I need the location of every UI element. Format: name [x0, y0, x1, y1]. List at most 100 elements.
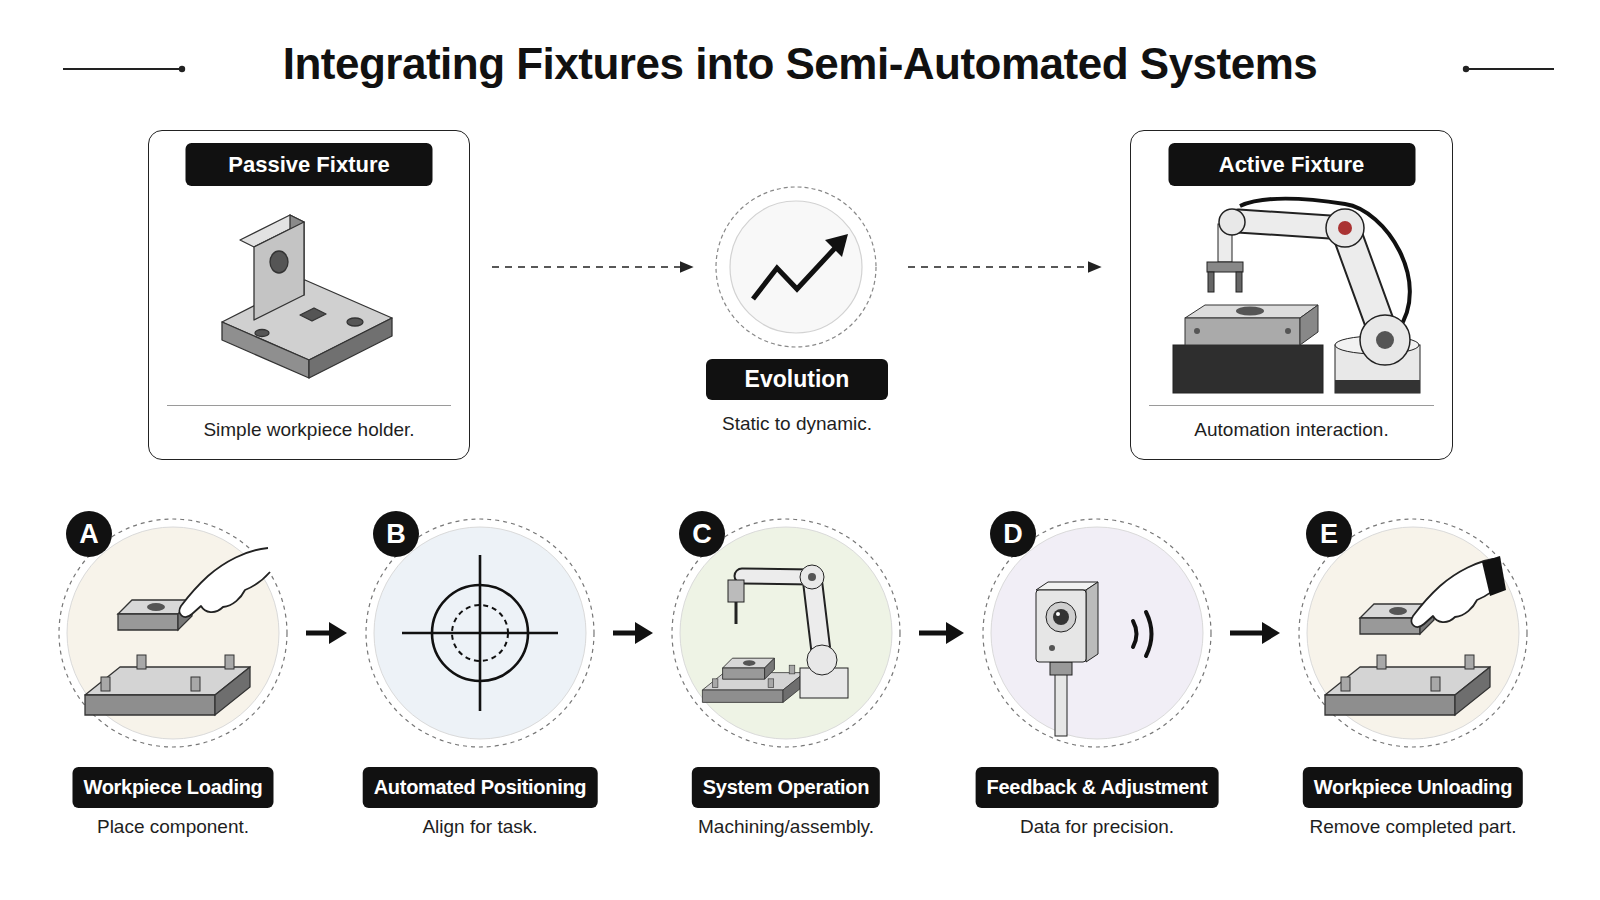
description-text: Machining/assembly. [641, 815, 931, 839]
step-circle [680, 527, 892, 739]
sensor-lens [1046, 602, 1076, 632]
step-letter: B [373, 511, 419, 557]
crosshair-inner-ring [452, 605, 508, 661]
spindle [728, 580, 744, 602]
description-text: Remove completed part. [1268, 815, 1558, 839]
process-step: DFeedback & AdjustmentData for precision… [972, 505, 1222, 845]
robot-base-top [1335, 336, 1419, 354]
fixture-plate [85, 655, 250, 715]
signal-wave [1146, 612, 1152, 656]
title-rule-dot [1463, 66, 1469, 72]
fixture-card: Active FixtureAutomation interaction. [1130, 130, 1453, 460]
flow-arrow [919, 631, 950, 636]
heading-pill: Active Fixture [1168, 143, 1415, 186]
upright-side [290, 215, 304, 295]
step-badge [1306, 511, 1352, 557]
flow-arrow [1230, 631, 1266, 636]
title-area: Integrating Fixtures into Semi-Automated… [0, 0, 1600, 120]
sensor-lens-core [1053, 609, 1069, 625]
hand-outline [179, 548, 270, 617]
fixture-bolt [1194, 328, 1200, 334]
step-letter: C [679, 511, 725, 557]
bolt-hole [347, 318, 363, 326]
passive-bracket [222, 215, 392, 378]
evolution-circle: EvolutionStatic to dynamic. [706, 185, 888, 440]
spindle-tool [735, 602, 738, 624]
heading-pill: Workpiece Loading [72, 767, 273, 808]
title-rule [1466, 68, 1554, 70]
robot-arm [812, 577, 822, 660]
robot-arm-outline [812, 577, 822, 660]
description-text: Place component. [28, 815, 318, 839]
lens-glint [1056, 612, 1060, 616]
upright-top [240, 215, 304, 247]
flow-arrow [908, 266, 1090, 268]
robot-arm-outline [742, 576, 812, 577]
robot-wrist [1218, 224, 1232, 262]
base-top [222, 280, 392, 360]
robot-joint [807, 645, 837, 675]
heading-pill: Feedback & Adjustment [976, 767, 1219, 808]
process-step: BAutomated PositioningAlign for task. [355, 505, 605, 845]
heading-pill: Automated Positioning [363, 767, 598, 808]
fixture-plate [1325, 655, 1490, 715]
heading-pill: System Operation [692, 767, 880, 808]
robot-base [1335, 345, 1420, 393]
title-rule [63, 68, 182, 70]
base-side [309, 318, 392, 378]
description-text: Data for precision. [952, 815, 1242, 839]
inner-circle [730, 201, 862, 333]
crosshair-line [402, 632, 558, 635]
sensor-top [1036, 582, 1098, 590]
fixture-base [1173, 345, 1323, 393]
fixture-front [1185, 318, 1300, 345]
base-front [222, 322, 309, 378]
step-circle [67, 527, 279, 739]
workpiece-block [118, 600, 192, 630]
step-circle [991, 527, 1203, 739]
flow-arrow [492, 266, 682, 268]
process-step: EWorkpiece UnloadingRemove completed par… [1288, 505, 1538, 845]
gripper-finger [1236, 272, 1242, 292]
bolt-hole [255, 330, 269, 337]
trend-line [753, 247, 836, 299]
signal-wave [1133, 621, 1137, 647]
process-step: AWorkpiece LoadingPlace component. [48, 505, 298, 845]
hand-outline [1411, 558, 1502, 627]
robot-joint-hub [1338, 221, 1352, 235]
trend-arrowhead [825, 234, 848, 257]
fixture-hole [1236, 307, 1264, 316]
workpiece-block [723, 658, 775, 679]
divider-line [1149, 405, 1434, 406]
description-text: Simple workpiece holder. [149, 418, 469, 442]
robot-joint [800, 565, 824, 589]
fixture-bolt [1285, 328, 1291, 334]
step-badge [679, 511, 725, 557]
sleeve-cuff [1482, 556, 1506, 596]
square-hole [300, 308, 326, 321]
robot-arm [1345, 228, 1385, 338]
process-step: CSystem OperationMachining/assembly. [661, 505, 911, 845]
description-text: Static to dynamic. [676, 412, 918, 436]
robot-arm [1238, 221, 1345, 228]
title-rule-dot [179, 66, 185, 72]
crosshair-line [479, 555, 482, 711]
heading-pill: Passive Fixture [186, 143, 433, 186]
robot-joint [1219, 209, 1245, 235]
step-letter: D [990, 511, 1036, 557]
divider-line [167, 405, 451, 406]
gripper-finger [1208, 272, 1214, 292]
robot-arm [742, 576, 812, 577]
robot-arm-outline [1238, 221, 1345, 228]
flow-arrow [613, 631, 639, 636]
node-outline [706, 185, 888, 440]
step-letter: E [1306, 511, 1352, 557]
step-badge [373, 511, 419, 557]
flow-arrow [306, 631, 333, 636]
robot-base [800, 668, 848, 698]
robot-arm-outline [1345, 228, 1385, 338]
crosshair-ring [432, 585, 528, 681]
robot-joint [1360, 315, 1410, 365]
upright-front [254, 222, 304, 320]
